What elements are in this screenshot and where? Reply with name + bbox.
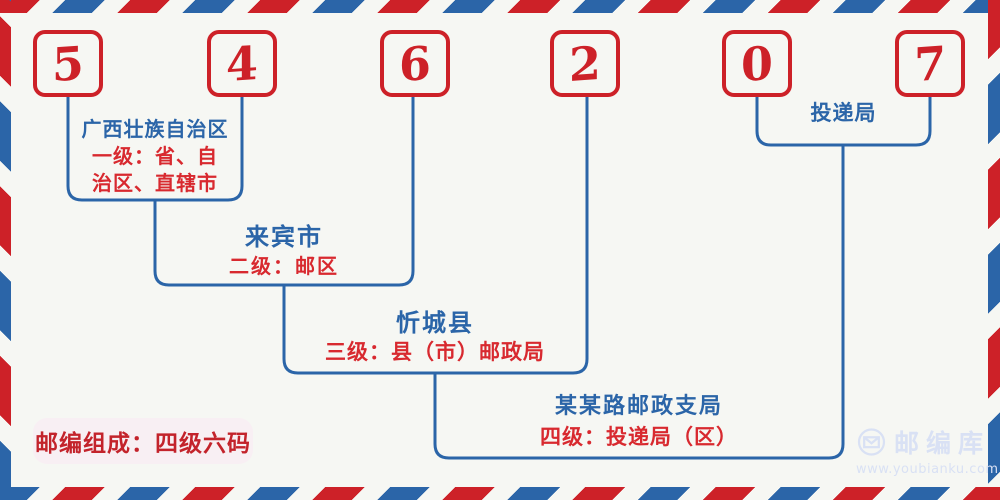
level1-description-line2: 治区、直辖市 (92, 171, 218, 195)
delivery-office-name: 投递局 (810, 101, 877, 125)
bracket-level4 (433, 145, 845, 460)
postcode-digit-box-2: 4 (207, 30, 277, 97)
postcode-digit-box-1: 5 (33, 30, 103, 97)
postcode-digit-5: 0 (741, 35, 773, 92)
watermark-brand: 邮编库 (893, 429, 990, 458)
level3-region-name: 忻城县 (396, 309, 474, 337)
envelope-logo-icon (857, 428, 886, 456)
postcode-digit-6: 7 (914, 35, 946, 92)
level4-description: 四级：投递局（区） (540, 425, 738, 449)
level2-description: 二级：邮区 (229, 254, 339, 278)
level4-region-name: 某某路邮政支局 (554, 394, 723, 419)
postcode-digit-box-5: 0 (722, 30, 792, 97)
postcode-digit-box-4: 2 (550, 30, 620, 97)
level1-description-line1: 一级：省、自 (92, 144, 218, 168)
watermark: 邮编库 www.youbianku.com (856, 424, 999, 477)
badge-text: 邮编组成：四级六码 (35, 430, 251, 457)
postcode-digit-1: 5 (52, 35, 84, 92)
label-level3-county: 忻城县 三级：县（市）邮政局 (283, 308, 587, 366)
postcode-digit-4: 2 (569, 35, 601, 92)
label-delivery-office: 投递局 (757, 100, 930, 127)
postcode-digit-box-6: 7 (895, 30, 965, 97)
postcode-digit-2: 4 (226, 35, 258, 92)
label-level1-province: 广西壮族自治区 一级：省、自 治区、直辖市 (68, 116, 242, 197)
postcode-digit-box-3: 6 (380, 30, 450, 97)
label-level4-branch: 某某路邮政支局 四级：投递局（区） (435, 392, 843, 452)
postcode-digit-3: 6 (399, 35, 431, 92)
level1-region-name: 广西壮族自治区 (81, 117, 229, 141)
postcode-structure-badge: 邮编组成：四级六码 (33, 418, 253, 464)
watermark-url: www.youbianku.com (856, 462, 999, 477)
level3-description: 三级：县（市）邮政局 (325, 340, 545, 364)
level2-region-name: 来宾市 (245, 223, 323, 251)
label-level2-city: 来宾市 二级：邮区 (155, 222, 413, 280)
